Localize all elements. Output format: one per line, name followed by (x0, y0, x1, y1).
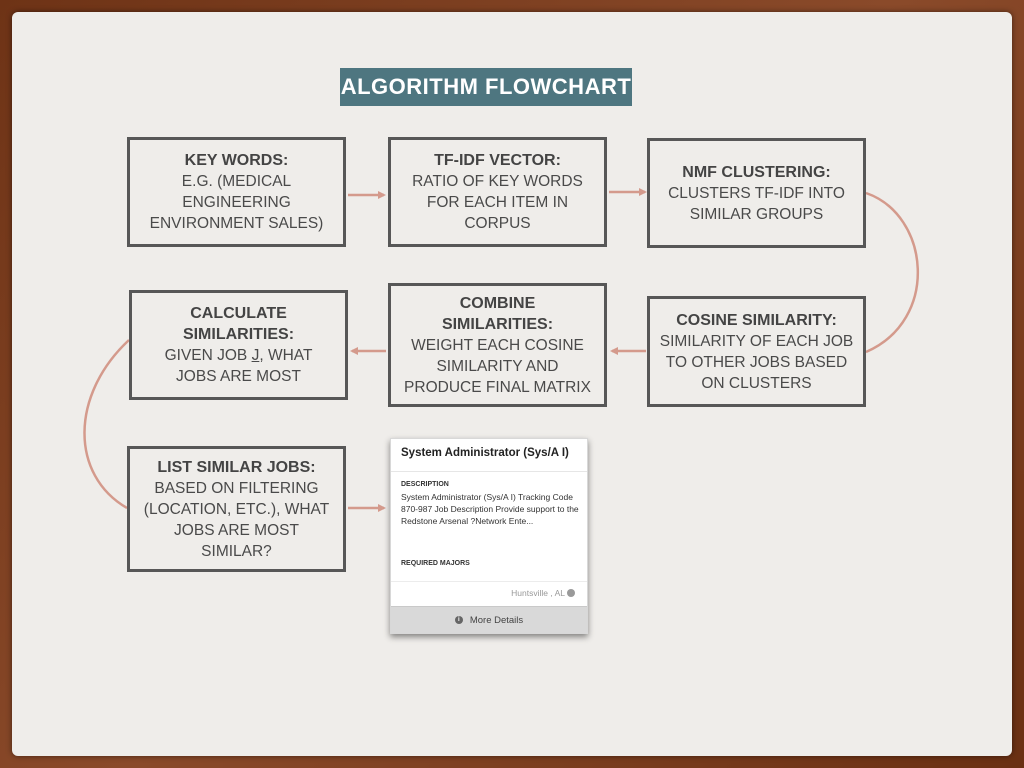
list-text: BASED ON FILTERING (LOCATION, ETC.), WHA… (143, 479, 330, 560)
required-majors-label: REQUIRED MAJORS (401, 560, 470, 567)
keywords-box: KEY WORDS: E.G. (MEDICAL ENGINEERING ENV… (127, 137, 346, 247)
nmf-heading: NMF CLUSTERING: (682, 163, 831, 181)
tfidf-box: TF-IDF VECTOR: RATIO OF KEY WORDS FOR EA… (388, 137, 607, 247)
calculate-text-pre: GIVEN JOB (164, 347, 252, 364)
keywords-heading: KEY WORDS: (184, 152, 289, 169)
list-heading: LIST SIMILAR JOBS: (157, 458, 316, 476)
nmf-box: NMF CLUSTERING: CLUSTERS TF-IDF INTO SIM… (647, 138, 866, 248)
description-label: DESCRIPTION (401, 481, 449, 488)
list-box: LIST SIMILAR JOBS: BASED ON FILTERING (L… (127, 446, 346, 572)
cosine-text: SIMILARITY OF EACH JOB TO OTHER JOBS BAS… (659, 332, 854, 392)
more-details-button[interactable]: i More Details (391, 606, 587, 633)
combine-heading: COMBINE SIMILARITIES: (441, 294, 554, 333)
combine-text: WEIGHT EACH COSINE SIMILARITY AND PRODUC… (404, 336, 591, 396)
keywords-text: E.G. (MEDICAL ENGINEERING ENVIRONMENT SA… (149, 173, 324, 232)
job-card[interactable]: System Administrator (Sys/A I) DESCRIPTI… (390, 438, 588, 634)
tfidf-heading: TF-IDF VECTOR: (434, 152, 561, 169)
calculate-text-post: , WHAT JOBS ARE MOST (176, 347, 313, 385)
calculate-heading: CALCULATE SIMILARITIES: (182, 305, 295, 343)
card-divider-bottom (391, 581, 587, 582)
calculate-text: GIVEN JOB J, WHAT JOBS ARE MOST (165, 345, 313, 387)
cosine-box: COSINE SIMILARITY: SIMILARITY OF EACH JO… (647, 296, 866, 407)
job-location: Huntsville , AL (511, 588, 575, 598)
cosine-heading: COSINE SIMILARITY: (676, 311, 837, 329)
job-description: System Administrator (Sys/A I) Tracking … (401, 492, 579, 526)
nmf-text: CLUSTERS TF-IDF INTO SIMILAR GROUPS (668, 184, 845, 223)
combine-box: COMBINE SIMILARITIES: WEIGHT EACH COSINE… (388, 283, 607, 407)
job-j-variable: J (251, 347, 260, 364)
location-text: Huntsville , AL (511, 588, 565, 598)
slide-title: ALGORITHM FLOWCHART (340, 68, 632, 106)
more-details-label: More Details (469, 614, 524, 626)
job-title[interactable]: System Administrator (Sys/A I) (401, 447, 569, 459)
globe-icon (567, 589, 575, 597)
info-icon: i (454, 616, 463, 624)
calculate-box: CALCULATE SIMILARITIES: GIVEN JOB J, WHA… (129, 290, 348, 400)
card-divider (391, 471, 587, 472)
tfidf-text: RATIO OF KEY WORDS FOR EACH ITEM IN CORP… (412, 173, 583, 232)
